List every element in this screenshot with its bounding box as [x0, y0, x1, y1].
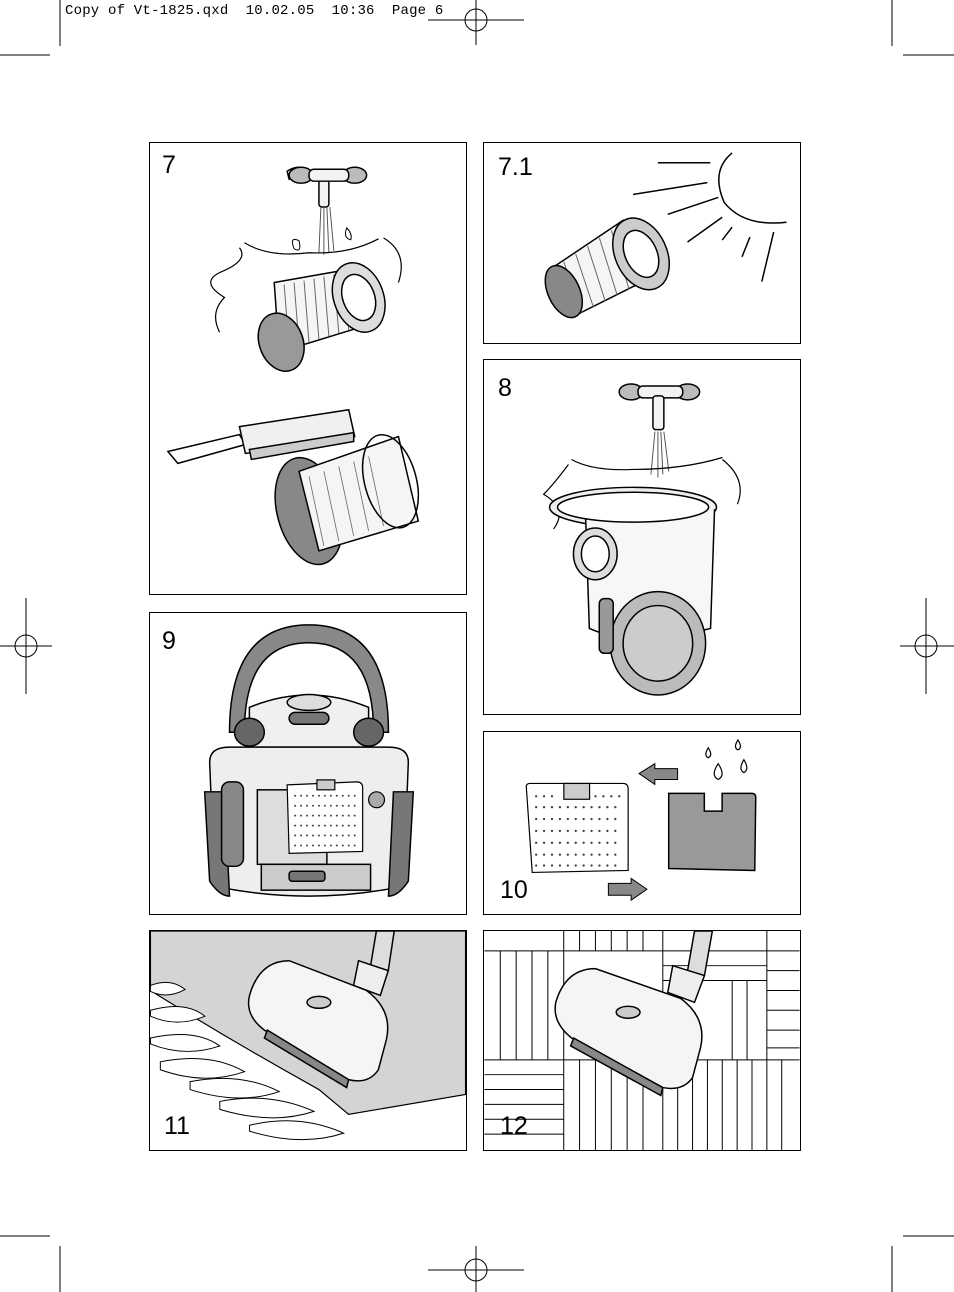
- figure-7-panel: 7: [149, 142, 467, 595]
- vacuum-rear-illustration: [203, 624, 415, 897]
- water-drops-icon: [705, 738, 748, 781]
- slug-file: Copy of Vt-1825.qxd: [65, 3, 229, 19]
- registration-mark-left: [0, 598, 52, 694]
- sun-icon: [632, 152, 787, 282]
- figure-label: 12: [500, 1112, 528, 1140]
- dust-container: [548, 486, 718, 696]
- figure-label: 9: [162, 627, 176, 655]
- registration-mark-right: [900, 598, 954, 694]
- faucet-icon: [286, 166, 368, 208]
- faucet-icon: [618, 383, 701, 431]
- container-wash-illustration: [542, 383, 741, 696]
- filter-grid-icon: [525, 782, 629, 874]
- filter-wash-illustration: [166, 166, 420, 566]
- slug-page-label: Page: [391, 3, 427, 19]
- figure-8-panel: 8: [483, 359, 801, 715]
- filter-cartridge: [544, 217, 670, 319]
- carpet-illustration: [150, 931, 466, 1141]
- figure-label: 7: [162, 151, 176, 179]
- floor-nozzle-icon: [247, 931, 395, 1089]
- slug-page-number: 6: [434, 3, 444, 19]
- floor-nozzle-icon: [554, 931, 714, 1097]
- print-slug: Copy of Vt-1825.qxd 10.02.05 10:36 Page …: [65, 3, 444, 19]
- figure-11-panel: 11: [149, 930, 467, 1151]
- registration-mark-top: [428, 0, 524, 45]
- figure-12-panel: 12: [483, 930, 801, 1151]
- parquet-illustration: [484, 931, 800, 1150]
- brush-icon: [166, 408, 356, 465]
- figure-label: 8: [498, 374, 512, 402]
- figure-9-panel: 9: [149, 612, 467, 915]
- arrow-right-icon: [607, 877, 648, 902]
- figure-label: 10: [500, 876, 528, 904]
- filter-cartridge: [257, 262, 386, 372]
- sponge-filter: [667, 792, 757, 872]
- slug-date: 10.02.05: [245, 3, 315, 19]
- figure-label: 11: [164, 1112, 190, 1140]
- arrow-left-icon: [638, 762, 679, 786]
- registration-mark-bottom: [428, 1246, 524, 1292]
- slug-time: 10:36: [331, 3, 375, 19]
- figure-10-panel: 10: [483, 731, 801, 915]
- figure-7-1-panel: 7.1: [483, 142, 801, 344]
- vacuum-body: [203, 624, 415, 897]
- exhaust-filter-illustration: [525, 738, 757, 902]
- filter-basket: [274, 433, 420, 566]
- filter-dry-illustration: [544, 152, 787, 319]
- rug-fringe: [150, 981, 346, 1141]
- filter-grid-icon: [286, 779, 386, 855]
- figure-label: 7.1: [498, 153, 533, 181]
